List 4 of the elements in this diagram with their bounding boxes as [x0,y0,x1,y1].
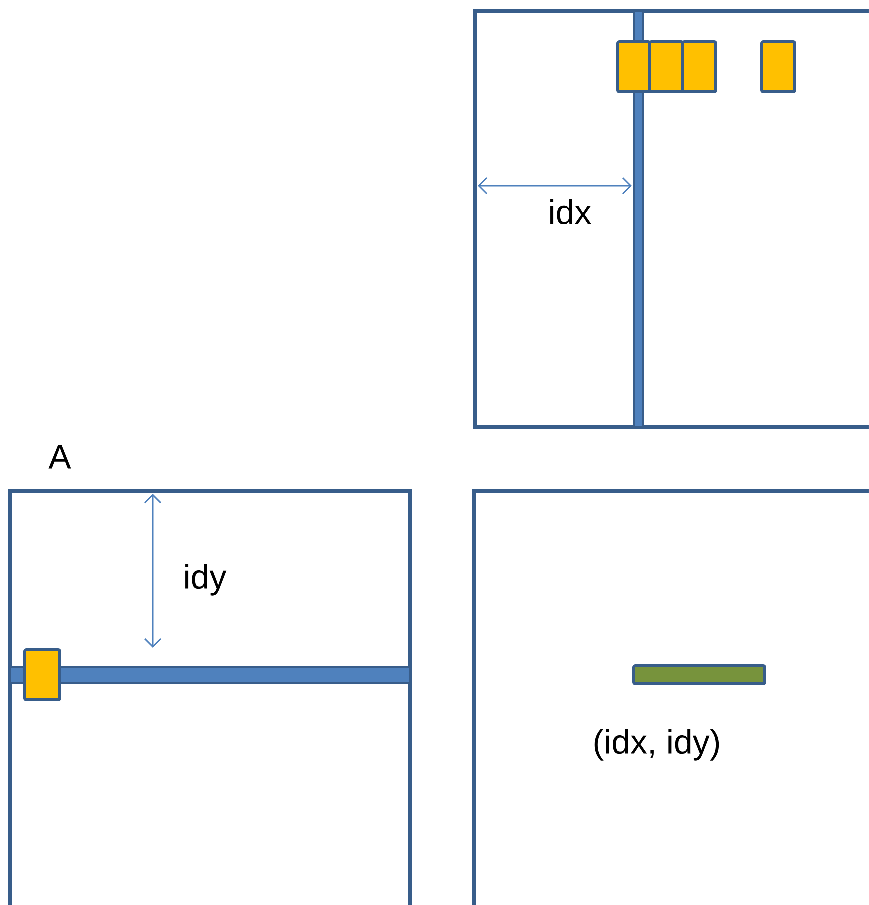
label: (idx, idy) [594,729,720,761]
label: A [48,445,72,469]
label: idx [550,200,592,224]
label: idy [186,564,227,596]
